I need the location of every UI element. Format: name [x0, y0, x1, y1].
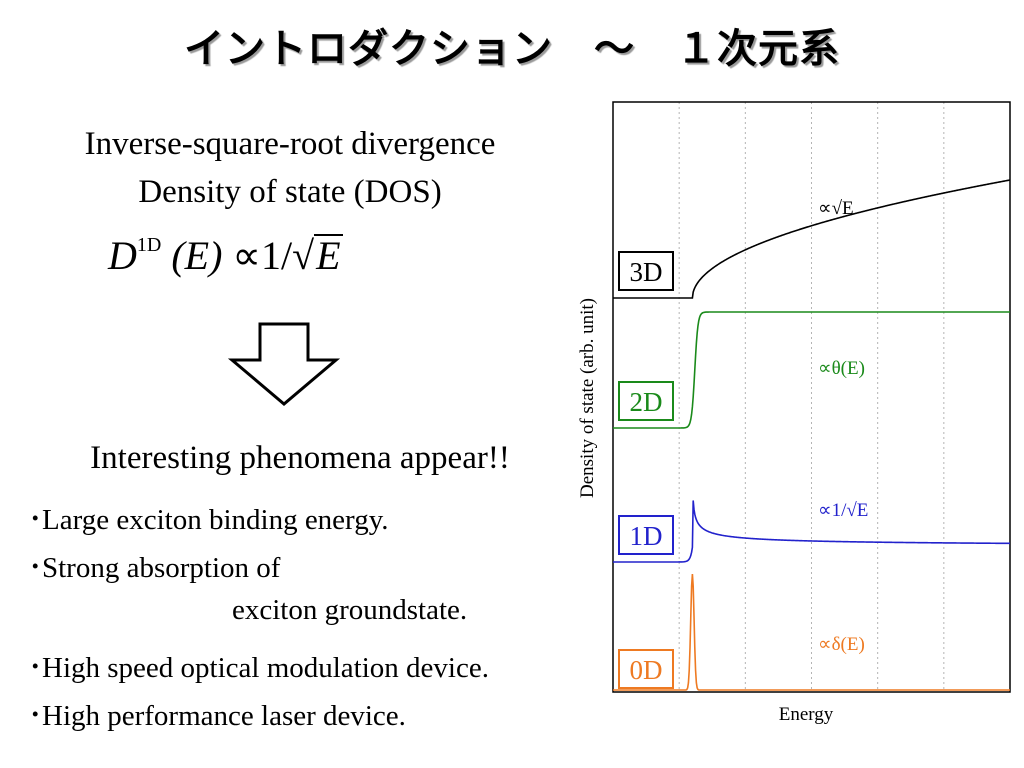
series-annotation-0d: ∝δ(E): [818, 634, 865, 655]
bullet-item-3: ･High speed optical modulation device.: [28, 644, 489, 686]
y-axis-label: Density of state (arb. unit): [577, 298, 598, 498]
down-arrow-icon: [227, 322, 341, 406]
series-box-2d: [618, 381, 674, 421]
formula-d: D: [108, 233, 137, 278]
slide-title: イントロダクション ～ １次元系: [184, 26, 840, 72]
bullet-item-4: ･High performance laser device.: [28, 692, 406, 734]
series-label-2d: 2D: [630, 387, 663, 417]
curve-1d: [613, 500, 1011, 563]
bullet-item-1: ･Large exciton binding energy.: [28, 496, 389, 538]
series-annotation-1d: ∝1/√E: [818, 500, 868, 521]
plot-frame: [612, 101, 1011, 693]
series-box-0d: [618, 649, 674, 689]
series-label-0d: 0D: [630, 655, 663, 685]
x-axis-label: Energy: [779, 704, 834, 725]
formula-superscript: 1D: [136, 233, 162, 256]
curve-0d: [613, 573, 1010, 691]
bullet-mark: ･: [28, 652, 43, 684]
phenomena-heading: Interesting phenomena appear!!: [90, 440, 510, 476]
bullet-item-2-continuation: exciton groundstate.: [232, 594, 468, 626]
bullet-text: High speed optical modulation device.: [42, 652, 489, 684]
bullet-text: Large exciton binding energy.: [42, 504, 389, 536]
formula-radicand: E: [314, 233, 343, 278]
heading-line-2: Density of state (DOS): [138, 174, 442, 210]
bullet-item-2: ･Strong absorption of: [28, 544, 280, 586]
bullet-mark: ･: [28, 552, 43, 584]
formula-proportional: ∝: [232, 233, 261, 278]
bullet-text: Strong absorption of: [42, 552, 281, 584]
series-box-1d: [618, 515, 674, 555]
grid-lines: [678, 102, 945, 692]
formula-sqrt-sign: √: [292, 233, 315, 278]
formula-one-over: 1/: [261, 233, 293, 278]
bullet-text: High performance laser device.: [42, 700, 406, 732]
series-label-1d: 1D: [630, 521, 663, 551]
curve-2d: [613, 311, 1010, 429]
dos-labels: 3D ∝√E 2D ∝θ(E) 1D ∝1/√E 0D ∝δ(E): [618, 198, 868, 689]
formula-arg: (E): [171, 233, 223, 278]
dos-curves: [613, 179, 1011, 691]
bullet-mark: ･: [28, 700, 43, 732]
series-annotation-2d: ∝θ(E): [818, 358, 865, 379]
series-annotation-3d: ∝√E: [818, 198, 854, 219]
curve-3d: [613, 179, 1011, 299]
heading-line-1: Inverse-square-root divergence: [84, 126, 496, 162]
bullet-mark: ･: [28, 504, 43, 536]
series-label-3d: 3D: [630, 257, 663, 287]
dos-formula: D1D (E) ∝1/√E: [108, 232, 343, 279]
series-box-3d: [618, 251, 674, 291]
